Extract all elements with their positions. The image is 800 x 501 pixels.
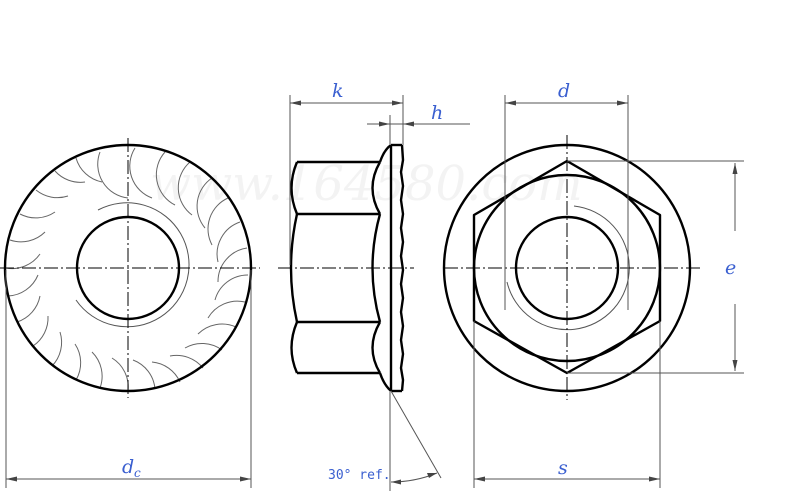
- s-label: s: [558, 457, 568, 479]
- dimension-h: h: [367, 102, 470, 145]
- angle-note: 30° ref.: [328, 468, 391, 483]
- e-label: e: [725, 257, 736, 279]
- dimension-s: s: [473, 321, 661, 488]
- h-label: h: [431, 102, 443, 124]
- bearing-face-view: [0, 138, 260, 398]
- dimension-dc: d c: [5, 270, 252, 488]
- dimension-k: k: [289, 80, 404, 265]
- dimension-d: d: [504, 80, 629, 310]
- d-label: d: [558, 80, 570, 102]
- angle-annotation: 30° ref.: [328, 390, 442, 491]
- top-view: [442, 135, 700, 400]
- k-label: k: [332, 80, 344, 102]
- dc-subscript: c: [134, 466, 141, 480]
- side-view: [278, 143, 414, 393]
- top-thread-arc: [506, 205, 630, 331]
- thread-arc: [75, 202, 190, 328]
- serrations: [5, 147, 249, 392]
- dimension-e: e: [567, 160, 744, 374]
- dc-label: d: [122, 456, 134, 478]
- watermark: www.164580.com: [150, 156, 583, 212]
